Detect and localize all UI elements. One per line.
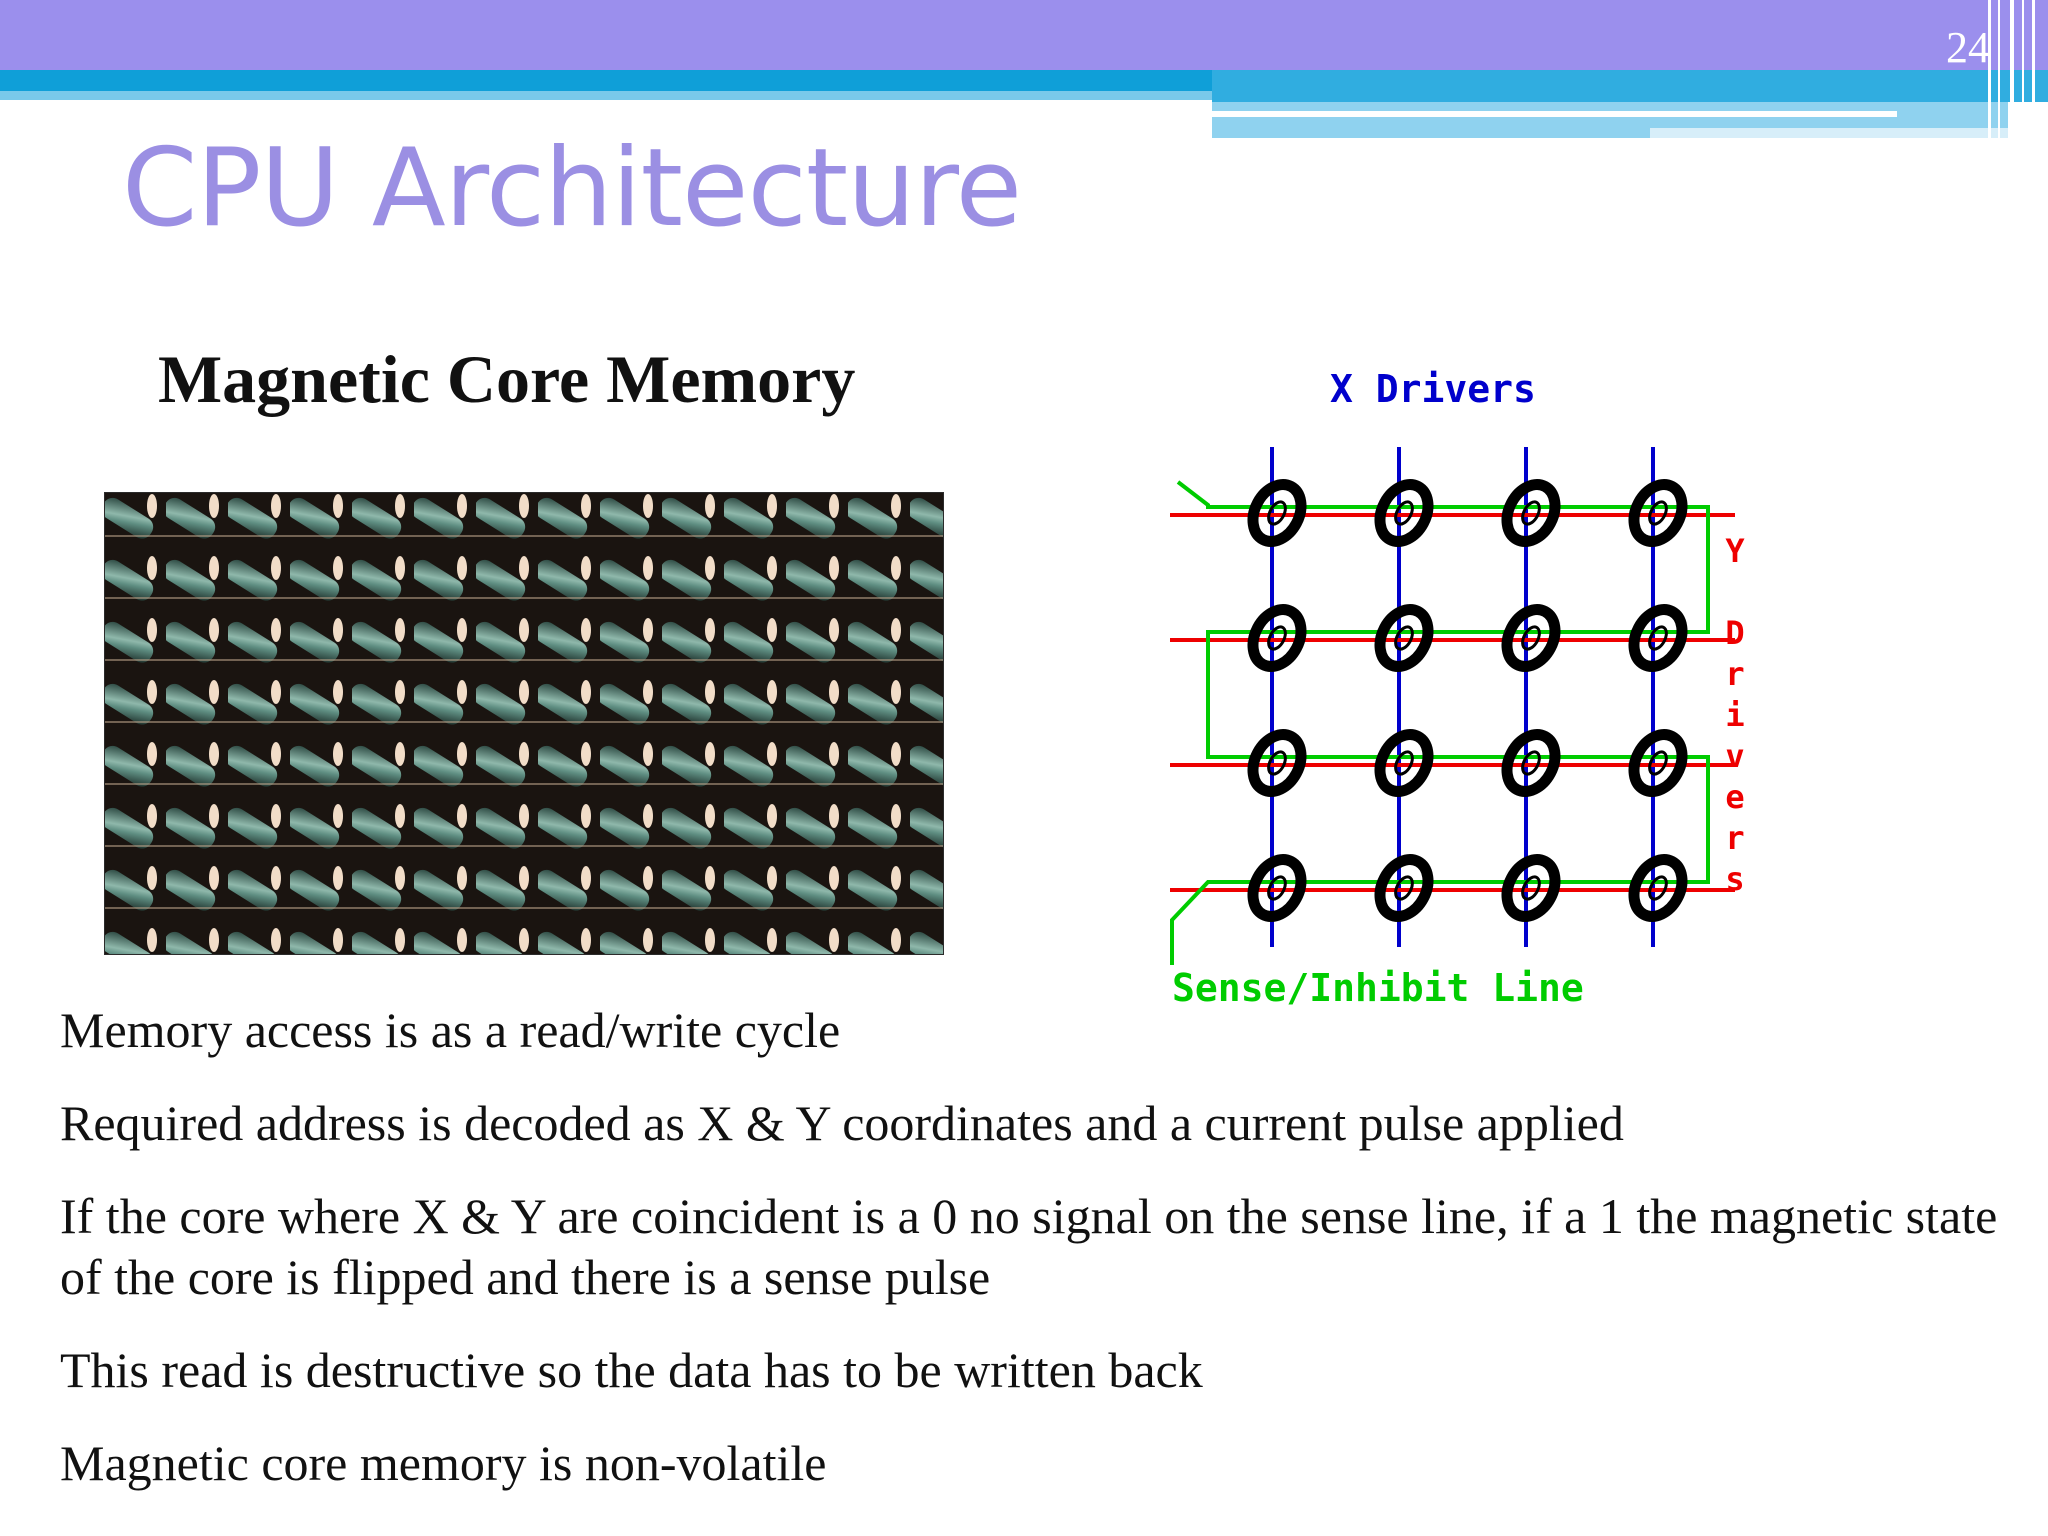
bullet-list: Memory access is as a read/write cycle R… [60,1000,2010,1526]
ferrite-core-hole [1648,750,1668,776]
ferrite-core-hole [1521,875,1541,901]
ferrite-core-hole [1394,875,1414,901]
header-band-purple [0,0,2048,70]
header-stripe [1988,0,1991,138]
x-drivers-label: X Drivers [1330,367,1536,411]
bullet-item: Memory access is as a read/write cycle [60,1002,841,1058]
header-stripe [2010,0,2014,138]
ferrite-core-hole [1267,500,1287,526]
header-stripe [1998,0,2000,138]
core-memory-photo [104,492,944,955]
header-band-blue [0,70,1212,91]
ferrite-core [1628,854,1688,922]
bullet-item: This read is destructive so the data has… [60,1342,1203,1398]
ferrite-core-hole [1267,875,1287,901]
ferrite-core [1374,479,1434,547]
slide-number: 24 [1946,23,1990,72]
ferrite-core-hole [1648,500,1668,526]
header-stripe [2032,0,2035,138]
sense-inhibit-wire [1170,480,1710,965]
ferrite-core [1628,729,1688,797]
ferrite-core [1247,854,1307,922]
ferrite-core [1628,479,1688,547]
bullet-item: If the core where X & Y are coincident i… [60,1188,1998,1305]
slide-title: CPU Architecture [122,126,1022,251]
ferrite-core-hole [1648,625,1668,651]
ferrite-core-hole [1267,625,1287,651]
header-band-right [1212,70,2048,102]
ferrite-core [1374,729,1434,797]
ferrite-core [1501,854,1561,922]
ferrite-core-hole [1521,500,1541,526]
ferrite-core-hole [1521,625,1541,651]
header-band-light [0,91,1212,100]
ferrite-core-hole [1267,750,1287,776]
ferrite-core [1501,729,1561,797]
ferrite-core [1374,604,1434,672]
bullet-item: Required address is decoded as X & Y coo… [60,1095,1624,1151]
bullet-item: Magnetic core memory is non-volatile [60,1435,827,1491]
ferrite-core-hole [1394,500,1414,526]
ferrite-core [1247,729,1307,797]
slide-subtitle: Magnetic Core Memory [158,341,856,417]
sense-inhibit-label: Sense/Inhibit Line [1172,966,1584,1010]
ferrite-core-hole [1394,750,1414,776]
ferrite-core [1247,604,1307,672]
ferrite-core [1374,854,1434,922]
ferrite-core-hole [1394,625,1414,651]
ferrite-core-hole [1648,875,1668,901]
ferrite-core [1501,604,1561,672]
header-band-right-faint [1650,128,2008,138]
header-stripe [2022,0,2024,138]
header-rule [1212,111,1897,117]
ferrite-core-hole [1521,750,1541,776]
ferrite-core [1247,479,1307,547]
ferrite-core [1501,479,1561,547]
ferrite-core [1628,604,1688,672]
